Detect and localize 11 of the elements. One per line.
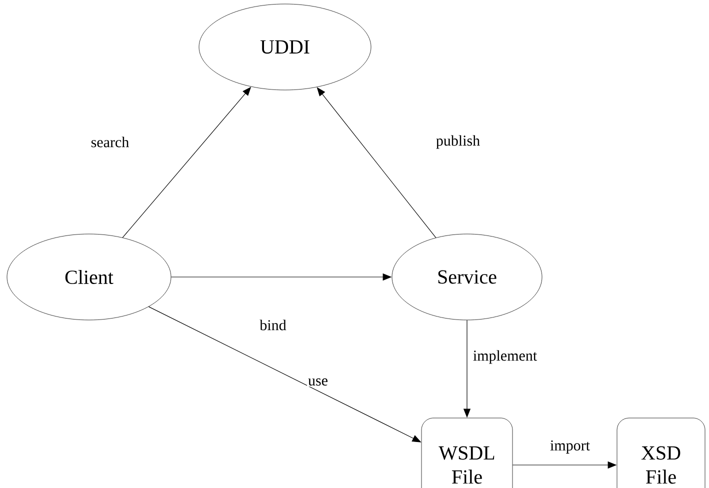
edge-label: implement — [472, 349, 538, 365]
file-box: XSD File — [616, 418, 706, 488]
file-box: WSDL File — [421, 418, 513, 488]
ellipse-node: UDDI — [198, 4, 372, 90]
edge-label: bind — [258, 318, 288, 332]
ellipse-node: Client — [6, 234, 172, 320]
edge-label: import — [549, 439, 591, 455]
ellipse-node: Service — [392, 234, 542, 320]
edge-label: use — [307, 377, 329, 387]
edge-label: publish — [434, 134, 482, 150]
edge-label: search — [90, 136, 130, 148]
